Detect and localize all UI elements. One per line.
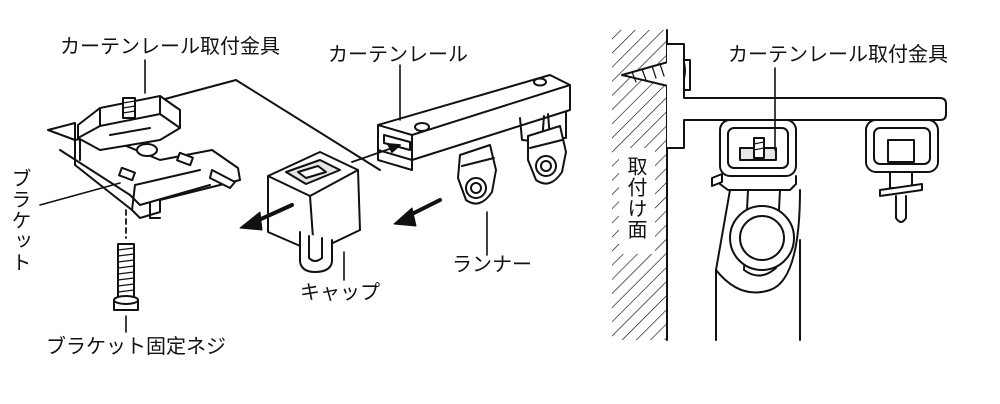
label-runner: ランナー: [452, 252, 532, 276]
leader-lines-left: [40, 60, 487, 332]
runner-part-back: [528, 126, 566, 184]
label-curtain-rail: カーテンレール: [328, 42, 468, 66]
label-mount-surface: 取付け面: [624, 156, 648, 240]
wall-label-bg: [619, 148, 655, 254]
label-cap: キャップ: [300, 280, 380, 304]
arrow-runner-insert: [394, 200, 440, 226]
rail-profile-main: [720, 120, 796, 176]
arrow-rail-end: [352, 144, 400, 162]
runner-cross-section: [712, 174, 800, 340]
bracket-screw-part: [114, 244, 138, 310]
bracket-plate: [667, 44, 946, 148]
cap-part: [268, 152, 360, 272]
label-bracket-fitting-right: カーテンレール取付金具: [728, 42, 948, 66]
rail-assembly-left: [40, 60, 570, 332]
label-bracket-fitting: カーテンレール取付金具: [60, 34, 280, 58]
bracket-fitting-part: [78, 96, 180, 150]
curtain-rail-part: [378, 75, 570, 170]
rail-body-line: [150, 80, 380, 170]
rail-profile-secondary: [866, 120, 938, 222]
arrow-cap-removal: [240, 205, 292, 230]
label-bracket-screw: ブラケット固定ネジ: [46, 334, 226, 358]
label-bracket: ブラケット: [8, 168, 32, 273]
runner-part-front: [458, 145, 496, 204]
cross-section-right: [612, 30, 946, 340]
